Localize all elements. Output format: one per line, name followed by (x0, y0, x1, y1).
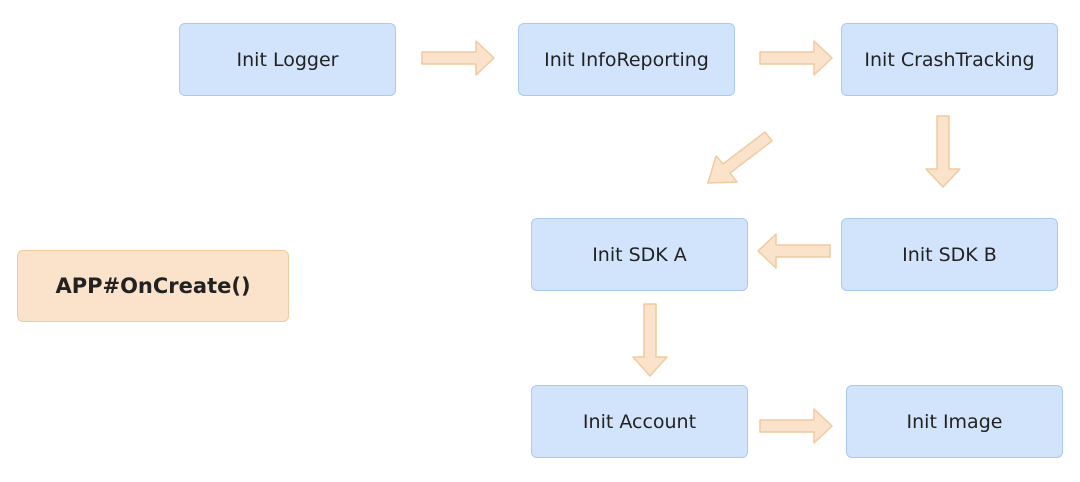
node-label: Init CrashTracking (864, 48, 1035, 71)
node-label: Init SDK B (902, 243, 997, 266)
node-label: Init InfoReporting (544, 48, 709, 71)
node-app-oncreate: APP#OnCreate() (17, 250, 289, 322)
node-init-crashtracking: Init CrashTracking (841, 23, 1058, 96)
node-label: Init Account (582, 410, 697, 433)
arrow-crash-to-sdka (707, 131, 773, 184)
node-label: APP#OnCreate() (55, 274, 251, 298)
node-init-account: Init Account (531, 385, 748, 458)
arrow-sdka-to-account (632, 303, 668, 377)
node-init-logger: Init Logger (179, 23, 396, 96)
node-init-image: Init Image (846, 385, 1063, 458)
node-init-inforeporting: Init InfoReporting (518, 23, 735, 96)
node-init-sdk-b: Init SDK B (841, 218, 1058, 291)
arrow-info-to-crash (759, 40, 833, 76)
node-label: Init Image (906, 410, 1003, 433)
node-label: Init Logger (236, 48, 339, 71)
arrow-account-to-image (759, 408, 833, 444)
arrow-crash-to-sdkb (925, 115, 961, 188)
arrow-sdkb-to-sdka (757, 233, 831, 269)
arrow-logger-to-info (421, 40, 495, 76)
node-label: Init SDK A (592, 243, 687, 266)
node-init-sdk-a: Init SDK A (531, 218, 748, 291)
